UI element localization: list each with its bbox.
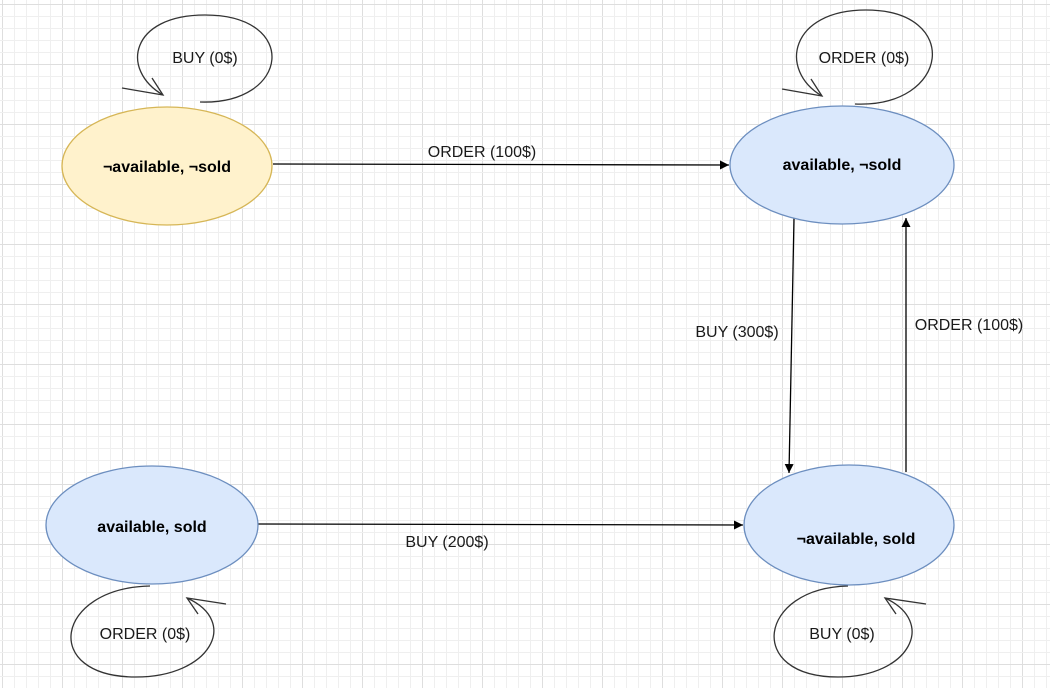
self-loop-label: ORDER (0$) (100, 626, 191, 643)
self-loop-label: BUY (0$) (809, 626, 875, 643)
state-not-available-sold[interactable]: ¬available, sold (743, 464, 955, 586)
node-label: available, ¬sold (783, 157, 902, 174)
edge-label: ORDER (100$) (428, 144, 536, 161)
edge-buy-300[interactable]: BUY (300$) (695, 217, 795, 474)
edge-buy-200[interactable]: BUY (200$) (257, 520, 744, 551)
state-available-not-sold[interactable]: available, ¬sold (729, 105, 955, 225)
self-loop-order-bottom-left[interactable]: ORDER (0$) (70, 585, 227, 678)
node-label: ¬available, sold (797, 531, 916, 548)
edge-order-100-right[interactable]: ORDER (100$) (901, 218, 1023, 472)
state-not-available-not-sold[interactable]: ¬available, ¬sold (61, 106, 273, 226)
node-label: available, sold (97, 519, 206, 536)
edge-label: BUY (300$) (695, 324, 778, 341)
node-label: ¬available, ¬sold (103, 159, 231, 176)
state-available-sold[interactable]: available, sold (45, 465, 259, 585)
self-loop-buy-top-left[interactable]: BUY (0$) (121, 14, 273, 103)
edge-label: BUY (200$) (405, 534, 488, 551)
self-loop-label: BUY (0$) (172, 50, 238, 67)
self-loop-order-top-right[interactable]: ORDER (0$) (781, 9, 933, 105)
self-loop-label: ORDER (0$) (819, 50, 910, 67)
edge-label: ORDER (100$) (915, 317, 1023, 334)
self-loop-buy-bottom-right[interactable]: BUY (0$) (773, 585, 927, 678)
edge-order-100-top[interactable]: ORDER (100$) (272, 144, 730, 170)
